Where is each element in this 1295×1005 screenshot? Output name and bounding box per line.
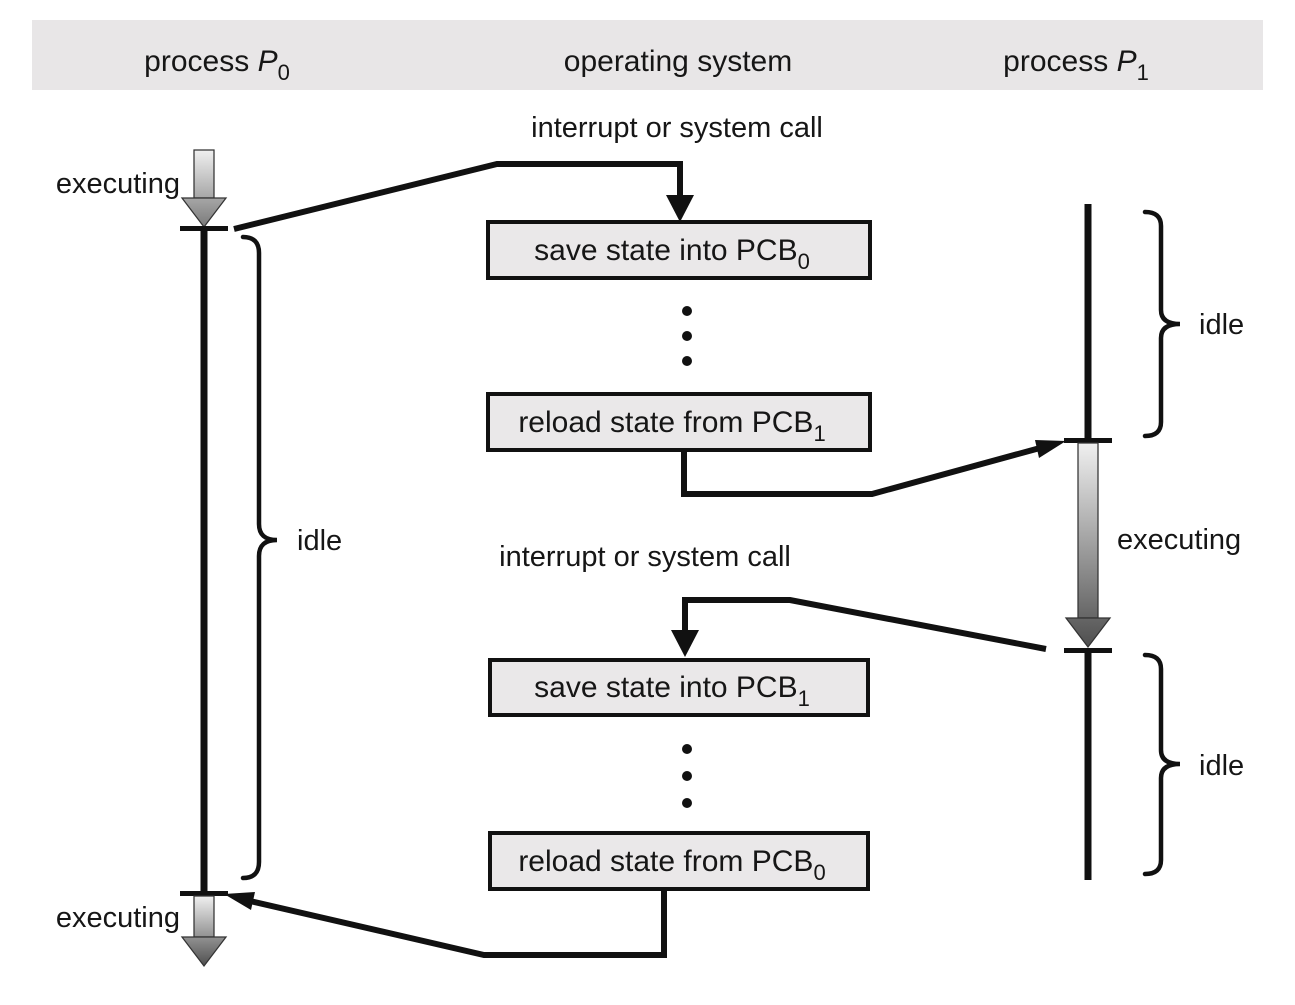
subscript: 1 [813, 421, 825, 446]
header-label-process-p0: process P0 [144, 45, 290, 85]
p1-idle-brace-top [1142, 209, 1181, 439]
process-p0-timeline: executing executing idle [56, 149, 342, 968]
svg-text:save state into PCB1: save state into PCB1 [534, 671, 810, 711]
p0-tick-bottom [180, 891, 228, 896]
p1-executing-arrow-icon [1064, 442, 1112, 649]
p0-executing-bottom-label: executing [56, 902, 180, 934]
connector-p1-to-os [671, 597, 1047, 657]
header-label-process-p1: process P1 [1003, 45, 1149, 85]
p0-executing-arrow-top-icon [180, 149, 228, 229]
svg-text:save state into PCB0: save state into PCB0 [534, 234, 810, 274]
arrowhead-down-icon [666, 195, 694, 222]
pcb-box-reload-p0: reload state from PCB0 [488, 831, 870, 891]
pcb-box-reload-p1: reload state from PCB1 [486, 392, 872, 452]
p1-tick-top [1064, 438, 1112, 443]
p1-idle-top-label: idle [1199, 309, 1244, 341]
header-label-operating-system: operating system [564, 45, 792, 78]
p1-idle-bottom-label: idle [1199, 750, 1244, 782]
p0-subscript: 0 [278, 60, 290, 85]
connector-os-to-p0 [224, 889, 667, 958]
os-column: interrupt or system call save state into… [224, 112, 1066, 958]
svg-text:reload state from PCB1: reload state from PCB1 [518, 406, 825, 446]
p1-tick-bottom [1064, 648, 1112, 653]
interrupt-label-bottom: interrupt or system call [499, 541, 791, 573]
svg-text:reload state from PCB0: reload state from PCB0 [518, 845, 825, 885]
connector-os-to-p1 [681, 440, 1066, 497]
p0-idle-label: idle [297, 525, 342, 557]
p1-symbol: P [1117, 45, 1137, 78]
arrowhead-right-icon [1035, 440, 1066, 458]
p1-idle-brace-bottom [1142, 652, 1181, 877]
ellipsis-dots-top [682, 306, 692, 366]
ellipsis-dots-bottom [682, 744, 692, 808]
p0-executing-arrow-bottom-icon [180, 895, 228, 968]
arrowhead-left-icon [224, 892, 255, 910]
p0-line [200, 231, 208, 891]
p1-line-bottom [1084, 653, 1092, 880]
subscript: 1 [798, 686, 810, 711]
p0-idle-brace [240, 234, 278, 881]
header-bar [32, 20, 1263, 90]
p1-line-top [1084, 204, 1092, 438]
subscript: 0 [798, 249, 810, 274]
p0-symbol: P [258, 45, 278, 78]
process-p1-timeline: idle executing idle [1064, 204, 1244, 880]
subscript: 0 [813, 860, 825, 885]
p0-executing-top-label: executing [56, 168, 180, 200]
p1-subscript: 1 [1137, 60, 1149, 85]
arrowhead-down-icon [671, 630, 699, 657]
connector-p0-to-os [233, 161, 694, 232]
interrupt-label-top: interrupt or system call [531, 112, 823, 144]
pcb-box-save-p0: save state into PCB0 [486, 220, 872, 280]
p1-executing-label: executing [1117, 524, 1241, 556]
p0-tick-top [180, 226, 228, 231]
pcb-box-save-p1: save state into PCB1 [488, 658, 870, 717]
